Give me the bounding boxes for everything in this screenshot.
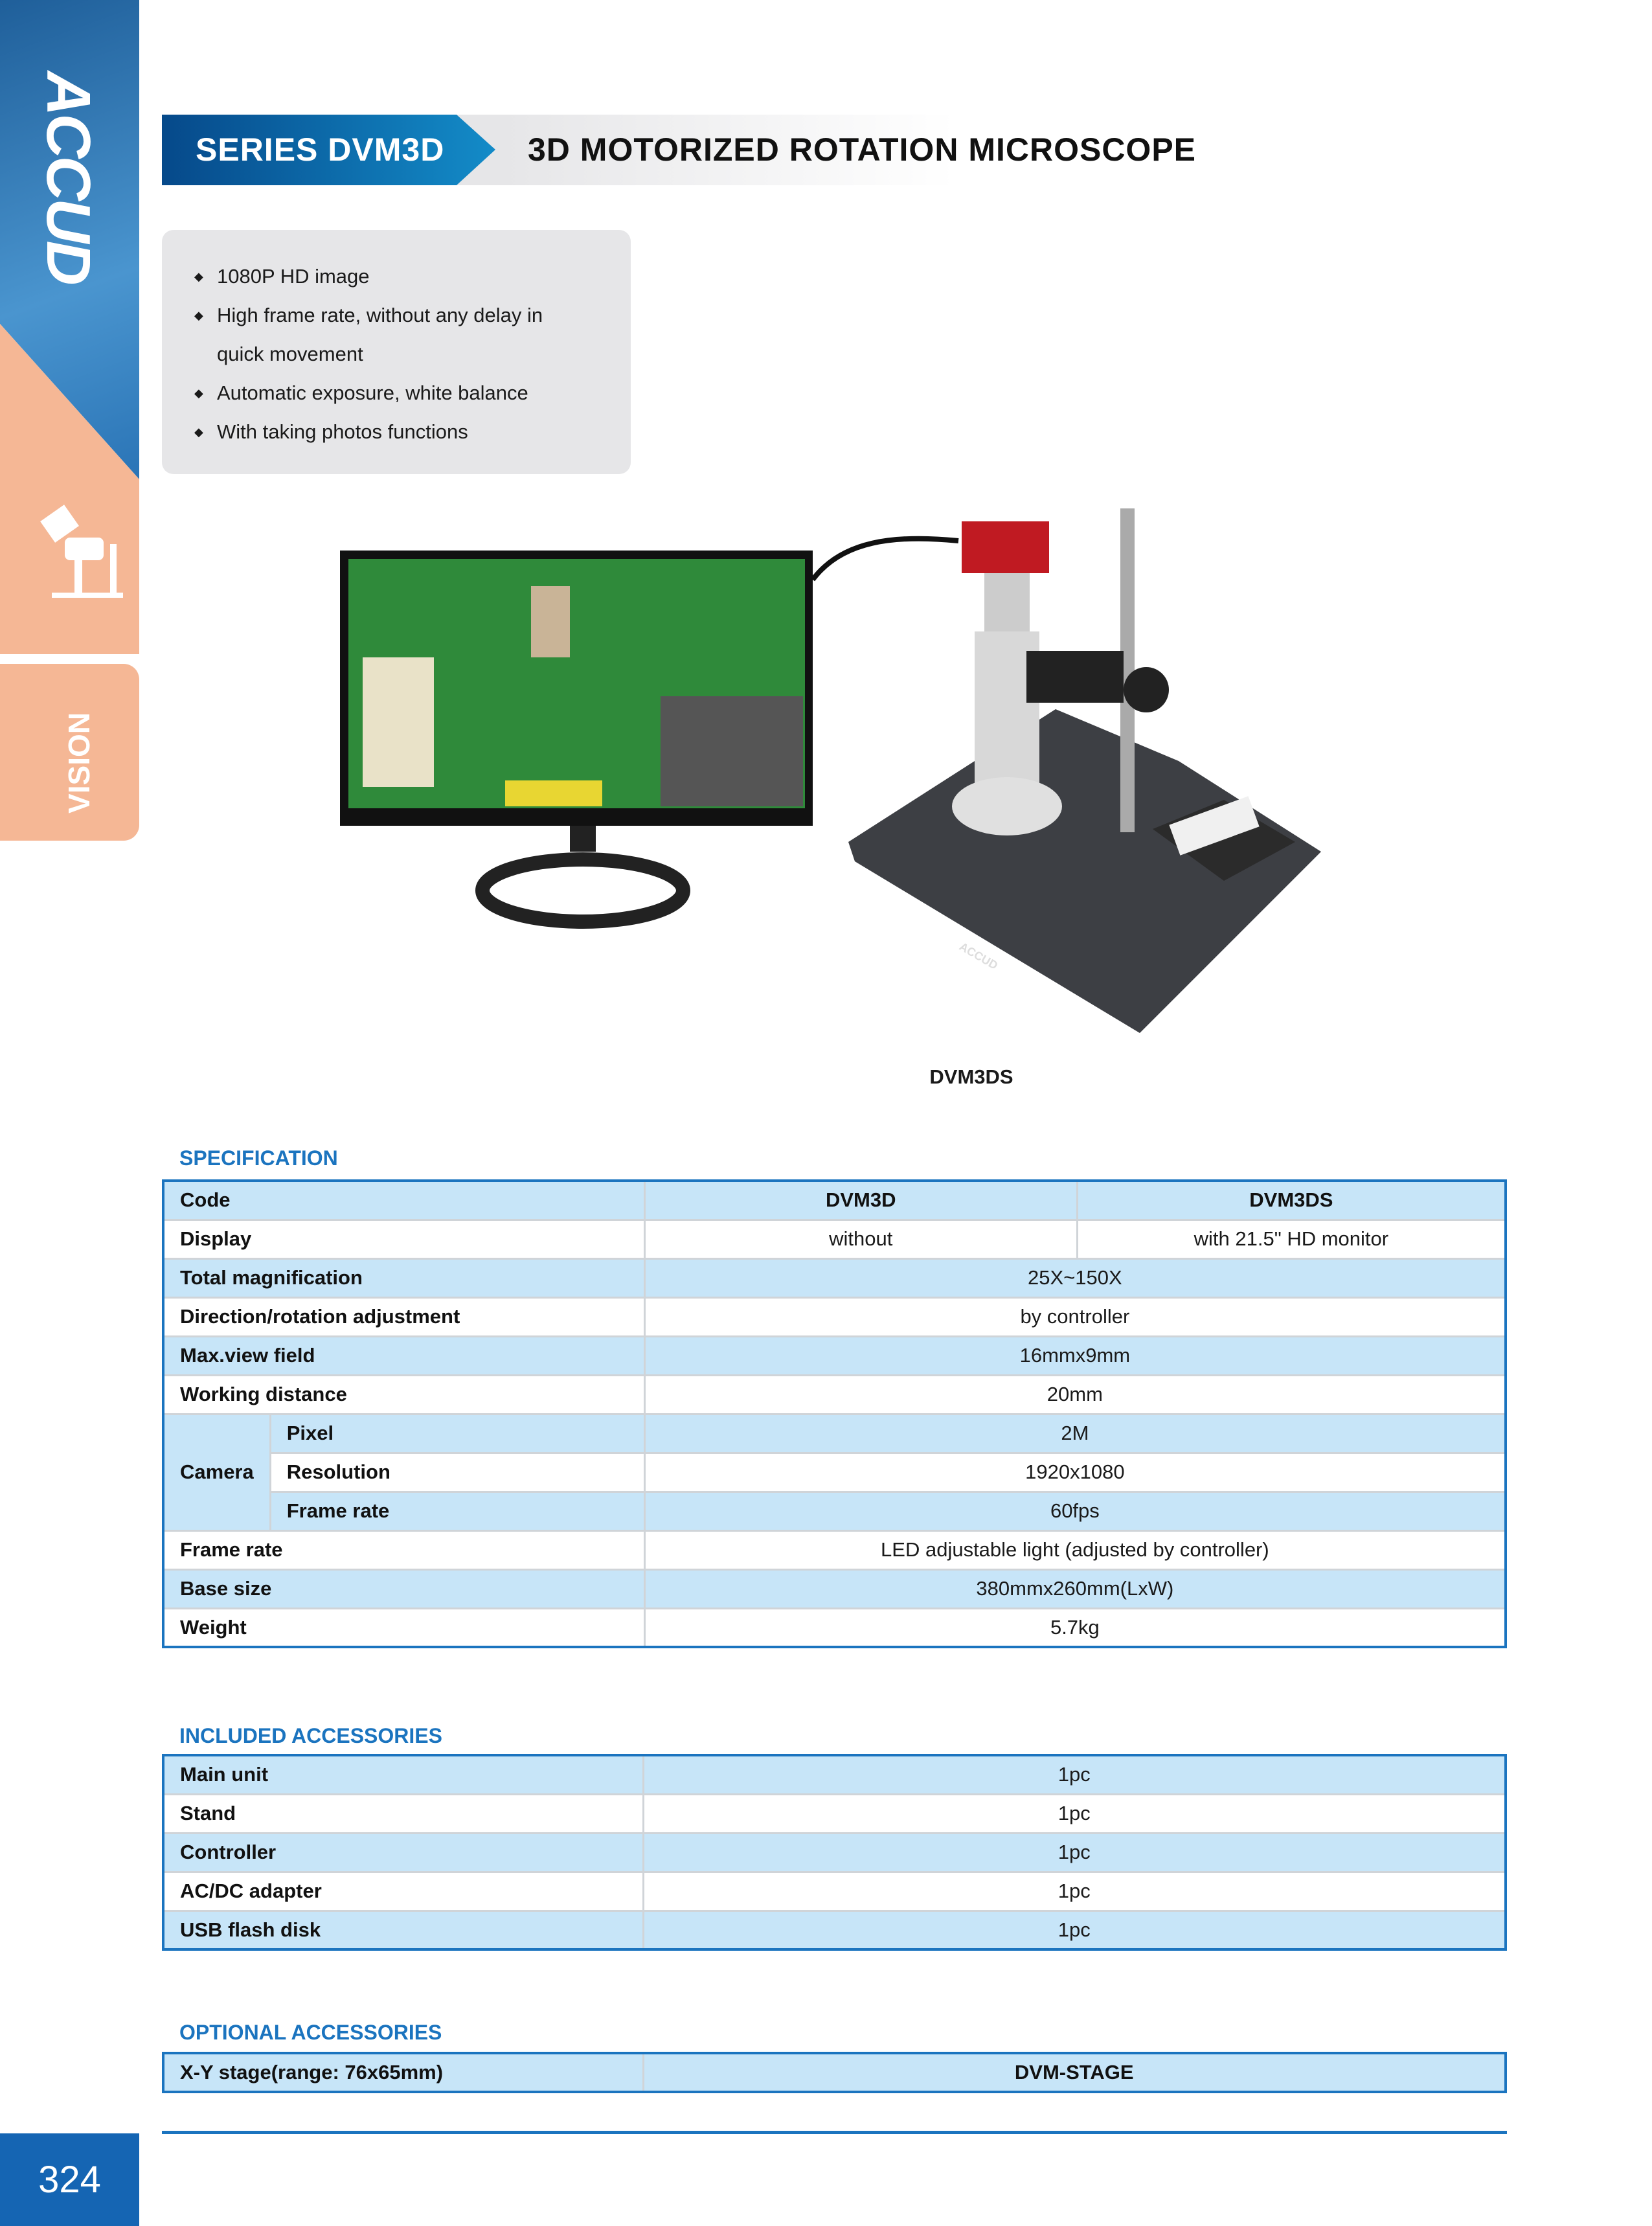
cell-label: USB flash disk (162, 1909, 644, 1951)
cell-label: Display (162, 1218, 646, 1260)
cell-label: X-Y stage(range: 76x65mm) (162, 2052, 644, 2093)
feature-list: 1080P HD image High frame rate, without … (162, 230, 631, 474)
cell-label: Base size (162, 1568, 646, 1609)
cell-label: Main unit (162, 1754, 644, 1795)
brand-logo: ACCUD (34, 71, 103, 283)
divider (162, 2131, 1507, 2134)
cell-value: DVM3DS (1076, 1179, 1507, 1221)
cell-value: with 21.5" HD monitor (1076, 1218, 1507, 1260)
cell-label: Controller (162, 1832, 644, 1873)
cell-value: 16mmx9mm (643, 1335, 1507, 1376)
section-tab[interactable] (0, 664, 139, 841)
cell-value: 1920x1080 (643, 1451, 1507, 1493)
cell-label: Frame rate (162, 1529, 646, 1571)
cell-value: 5.7kg (643, 1607, 1507, 1648)
microscope-icon (40, 505, 123, 598)
cell-label: Pixel (269, 1413, 646, 1454)
cell-label: Camera (162, 1413, 271, 1532)
microscope-image: ACCUD (848, 508, 1321, 1033)
cell-label: Direction/rotation adjustment (162, 1296, 646, 1337)
series-label: SERIES DVM3D (162, 115, 495, 185)
section-tab-label: VISION (62, 712, 96, 813)
cell-label: Working distance (162, 1374, 646, 1415)
cell-value: 60fps (643, 1490, 1507, 1532)
cell-label: Resolution (269, 1451, 646, 1493)
cell-value: DVM-STAGE (642, 2052, 1507, 2093)
cell-value: 1pc (642, 1909, 1507, 1951)
feature-item: 1080P HD image (194, 257, 605, 296)
cell-label: AC/DC adapter (162, 1870, 644, 1912)
section-title: INCLUDED ACCESSORIES (179, 1724, 442, 1747)
cell-label: Stand (162, 1793, 644, 1834)
page-title: 3D MOTORIZED ROTATION MICROSCOPE (528, 131, 1197, 168)
cell-label: Frame rate (269, 1490, 646, 1532)
feature-item: High frame rate, without any delay in qu… (194, 296, 589, 374)
cell-value: by controller (643, 1296, 1507, 1337)
cell-value: 20mm (643, 1374, 1507, 1415)
cell-value: 1pc (642, 1793, 1507, 1834)
image-caption: DVM3DS (929, 1065, 1013, 1088)
feature-item: Automatic exposure, white balance (194, 374, 605, 413)
cell-label: Max.view field (162, 1335, 646, 1376)
cell-value: 380mmx260mm(LxW) (643, 1568, 1507, 1609)
page-number: 324 (0, 2133, 139, 2226)
cell-value: DVM3D (643, 1179, 1078, 1221)
section-title: SPECIFICATION (179, 1146, 338, 1170)
feature-item: With taking photos functions (194, 413, 605, 451)
section-title: OPTIONAL ACCESSORIES (179, 2021, 442, 2044)
cell-label: Code (162, 1179, 646, 1221)
cell-label: Weight (162, 1607, 646, 1648)
cell-value: 2M (643, 1413, 1507, 1454)
cell-value: LED adjustable light (adjusted by contro… (643, 1529, 1507, 1571)
table-row: X-Y stage(range: 76x65mm)DVM-STAGE (162, 2052, 1507, 2093)
cell-value: without (643, 1218, 1078, 1260)
product-photo: ACCUD (340, 508, 1321, 1033)
monitor-image (340, 551, 813, 929)
cell-label: Total magnification (162, 1257, 646, 1299)
optional-accessories-table: X-Y stage(range: 76x65mm)DVM-STAGE (162, 2052, 1507, 2093)
cell-value: 1pc (642, 1754, 1507, 1795)
cell-value: 1pc (642, 1832, 1507, 1873)
cell-value: 25X~150X (643, 1257, 1507, 1299)
cell-value: 1pc (642, 1870, 1507, 1912)
